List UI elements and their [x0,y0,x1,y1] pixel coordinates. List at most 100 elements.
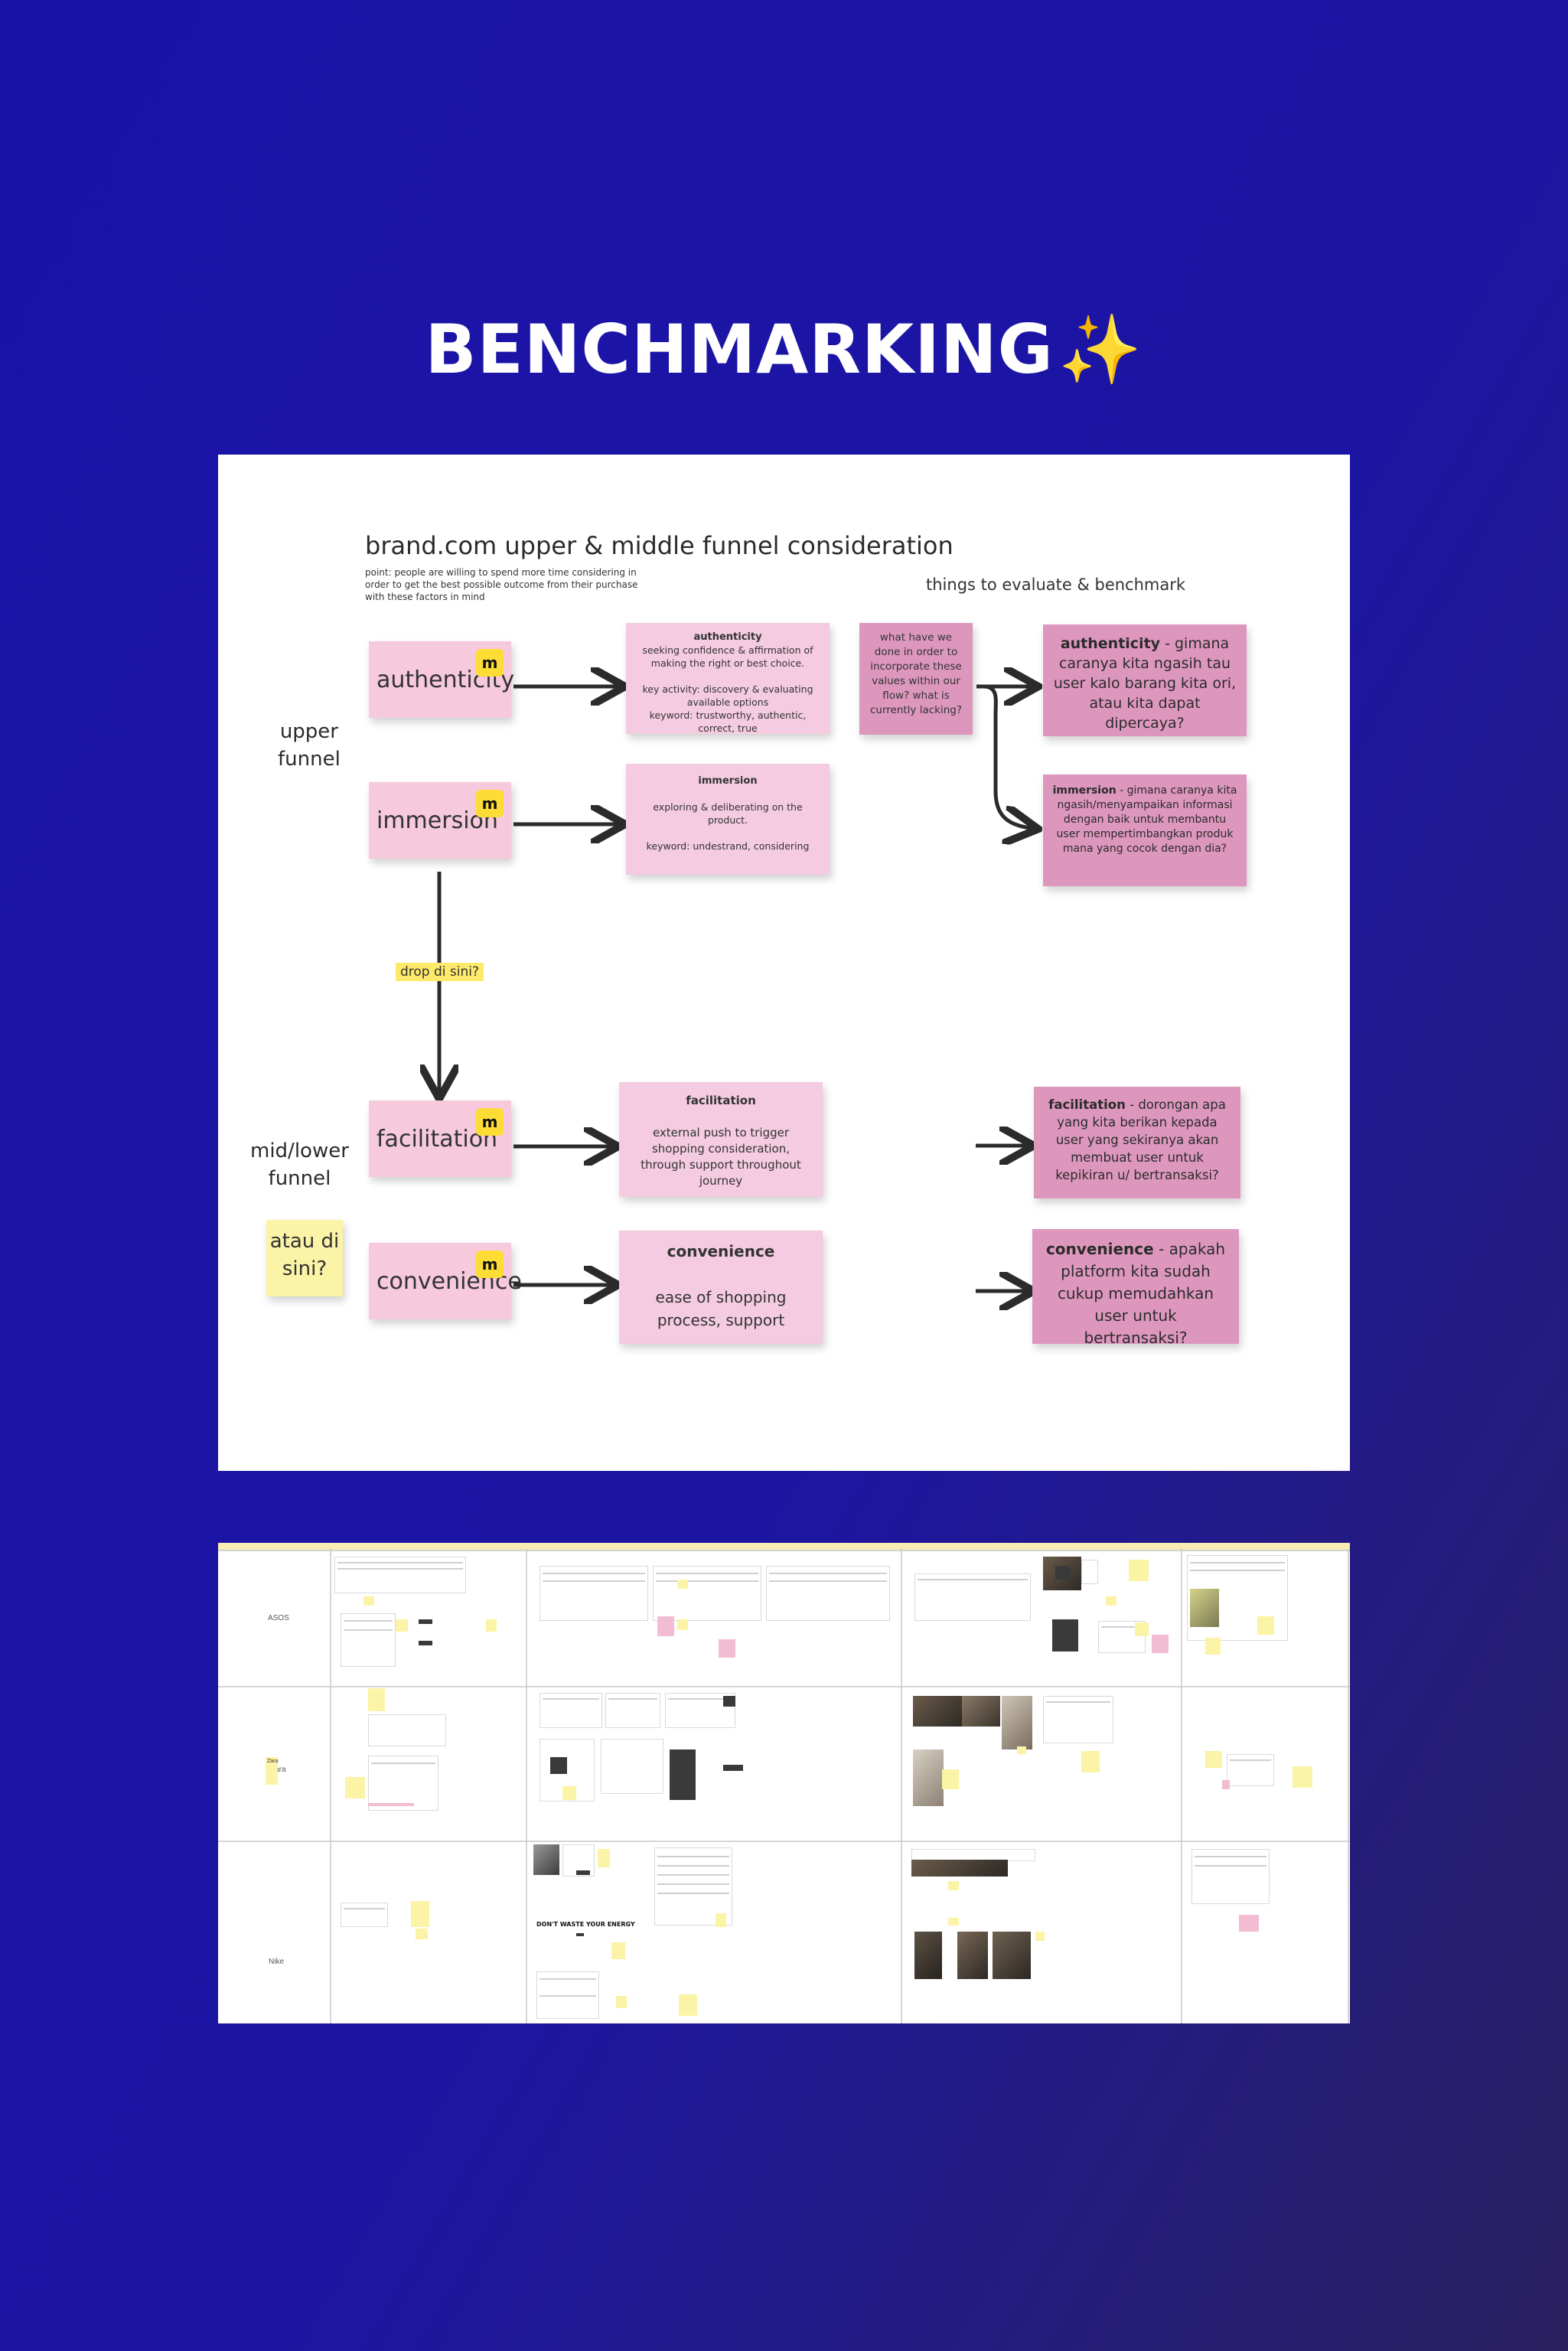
mini-sticky [1257,1616,1274,1635]
definition-immersion[interactable]: immersion exploring & deliberating on th… [626,764,830,875]
screenshot-thumbnail[interactable] [605,1693,660,1728]
stage-convenience[interactable]: convenience m [369,1243,511,1319]
evaluation-facilitation[interactable]: facilitation - dorongan apa yang kita be… [1034,1087,1240,1198]
product-photo [1002,1696,1032,1749]
mini-sticky [368,1688,385,1711]
definition-facilitation[interactable]: facilitation external push to trigger sh… [619,1082,823,1197]
mini-sticky [948,1918,959,1925]
mini-sticky [942,1769,959,1789]
screenshot-thumbnail[interactable] [368,1714,446,1746]
evaluation-convenience[interactable]: convenience - apakah platform kita sudah… [1032,1229,1239,1344]
page-title: BENCHMARKING✨ [0,310,1568,390]
evaluation-key: convenience [1046,1240,1154,1258]
definition-body: exploring & deliberating on the product.… [647,801,810,852]
mini-sticky [1081,1751,1100,1772]
miro-icon: m [476,1250,504,1278]
mini-sticky [611,1942,625,1959]
mini-sticky [486,1619,497,1632]
screenshot-thumbnail[interactable] [914,1573,1031,1621]
evaluation-authenticity[interactable]: authenticity - gimana caranya kita ngasi… [1043,624,1247,736]
mini-sticky [948,1881,959,1890]
poster-text: DON'T WASTE YOUR ENERGY [536,1921,635,1928]
page-title-text: BENCHMARKING [425,310,1054,389]
screenshot-thumbnail[interactable] [1043,1696,1113,1743]
mini-sticky [1017,1746,1026,1754]
mini-sticky [416,1929,428,1939]
screenshot-thumbnail[interactable] [1081,1560,1098,1584]
tshirt-image [1052,1619,1078,1652]
row-label-asos: ASOS [268,1614,289,1622]
evaluation-immersion[interactable]: immersion - gimana caranya kita ngasih/m… [1043,774,1247,886]
mini-sticky [1205,1638,1221,1655]
mini-sticky [677,1619,688,1630]
mini-sticky [562,1786,576,1800]
definition-body: ease of shopping process, support [656,1288,787,1329]
mini-sticky [616,1996,627,2008]
evaluation-key: immersion [1053,784,1117,797]
definition-body: external push to trigger shopping consid… [641,1126,801,1188]
product-photo [911,1860,1008,1877]
funnel-board[interactable]: brand.com upper & middle funnel consider… [218,455,1350,1471]
miro-icon: m [476,649,504,677]
definition-title: facilitation [631,1093,810,1109]
mini-sticky [1129,1560,1149,1581]
mini-sticky [1239,1915,1259,1932]
mini-sticky [1293,1766,1312,1788]
product-image [550,1757,567,1774]
mini-sticky [363,1596,374,1606]
mini-sticky [345,1777,365,1798]
tshirt-image [1055,1566,1071,1580]
mini-button [419,1641,432,1645]
drop-here-tag: drop di sini? [396,963,484,981]
definition-body: seeking confidence & affirmation of maki… [642,644,813,734]
screenshot-thumbnail[interactable] [601,1739,663,1794]
product-photo [913,1696,962,1727]
mini-button [723,1765,743,1771]
zara-note: Zara [267,1759,278,1765]
screenshot-thumbnail[interactable] [341,1613,396,1667]
product-image [723,1696,735,1707]
mini-sticky [657,1616,674,1636]
row-label-nike: Nike [269,1958,284,1966]
mini-sticky [1135,1622,1149,1636]
evaluation-key: facilitation [1048,1097,1126,1112]
screenshot-thumbnail[interactable] [766,1566,890,1621]
miro-icon: m [476,790,504,817]
definition-convenience[interactable]: convenience ease of shopping process, su… [619,1231,823,1344]
screenshot-thumbnail[interactable] [1191,1849,1270,1904]
screenshot-thumbnail[interactable] [540,1566,648,1621]
stage-immersion[interactable]: immersion m [369,782,511,859]
atau-sticky[interactable]: atau di sini? [266,1220,343,1296]
screenshot-thumbnail[interactable] [536,1971,599,2019]
mini-button [576,1933,584,1936]
mini-sticky [1106,1596,1117,1606]
mini-sticky [719,1639,735,1658]
stage-facilitation[interactable]: facilitation m [369,1101,511,1177]
stage-authenticity[interactable]: authenticity m [369,641,511,718]
screenshot-thumbnail[interactable] [540,1693,602,1728]
miro-icon: m [476,1108,504,1136]
screenshot-thumbnail[interactable] [334,1557,466,1593]
product-photo [962,1696,1000,1727]
product-photo [957,1932,988,1979]
mini-button [419,1619,432,1624]
benchmark-grid-board[interactable]: ASOS Zara Nike ZARA Zara [218,1543,1350,2023]
mini-sticky [411,1901,429,1927]
mini-sticky [1222,1780,1230,1789]
product-photo [914,1932,942,1979]
sparkles-icon: ✨ [1058,310,1143,389]
mini-sticky [716,1913,726,1927]
what-have-we-done-sticky[interactable]: what have we done in order to incorporat… [859,623,973,735]
mini-button [576,1870,590,1875]
definition-authenticity[interactable]: authenticity seeking confidence & affirm… [626,623,830,734]
product-photo [533,1844,559,1875]
screenshot-thumbnail[interactable] [1227,1754,1274,1786]
mini-sticky [679,1994,697,2016]
product-photo [1190,1589,1219,1627]
product-photo [913,1749,944,1806]
definition-title: immersion [638,774,817,787]
screenshot-thumbnail[interactable] [653,1566,761,1621]
screenshot-thumbnail[interactable] [341,1903,388,1927]
mini-sticky: Zara [266,1757,278,1785]
mini-sticky [677,1580,688,1589]
